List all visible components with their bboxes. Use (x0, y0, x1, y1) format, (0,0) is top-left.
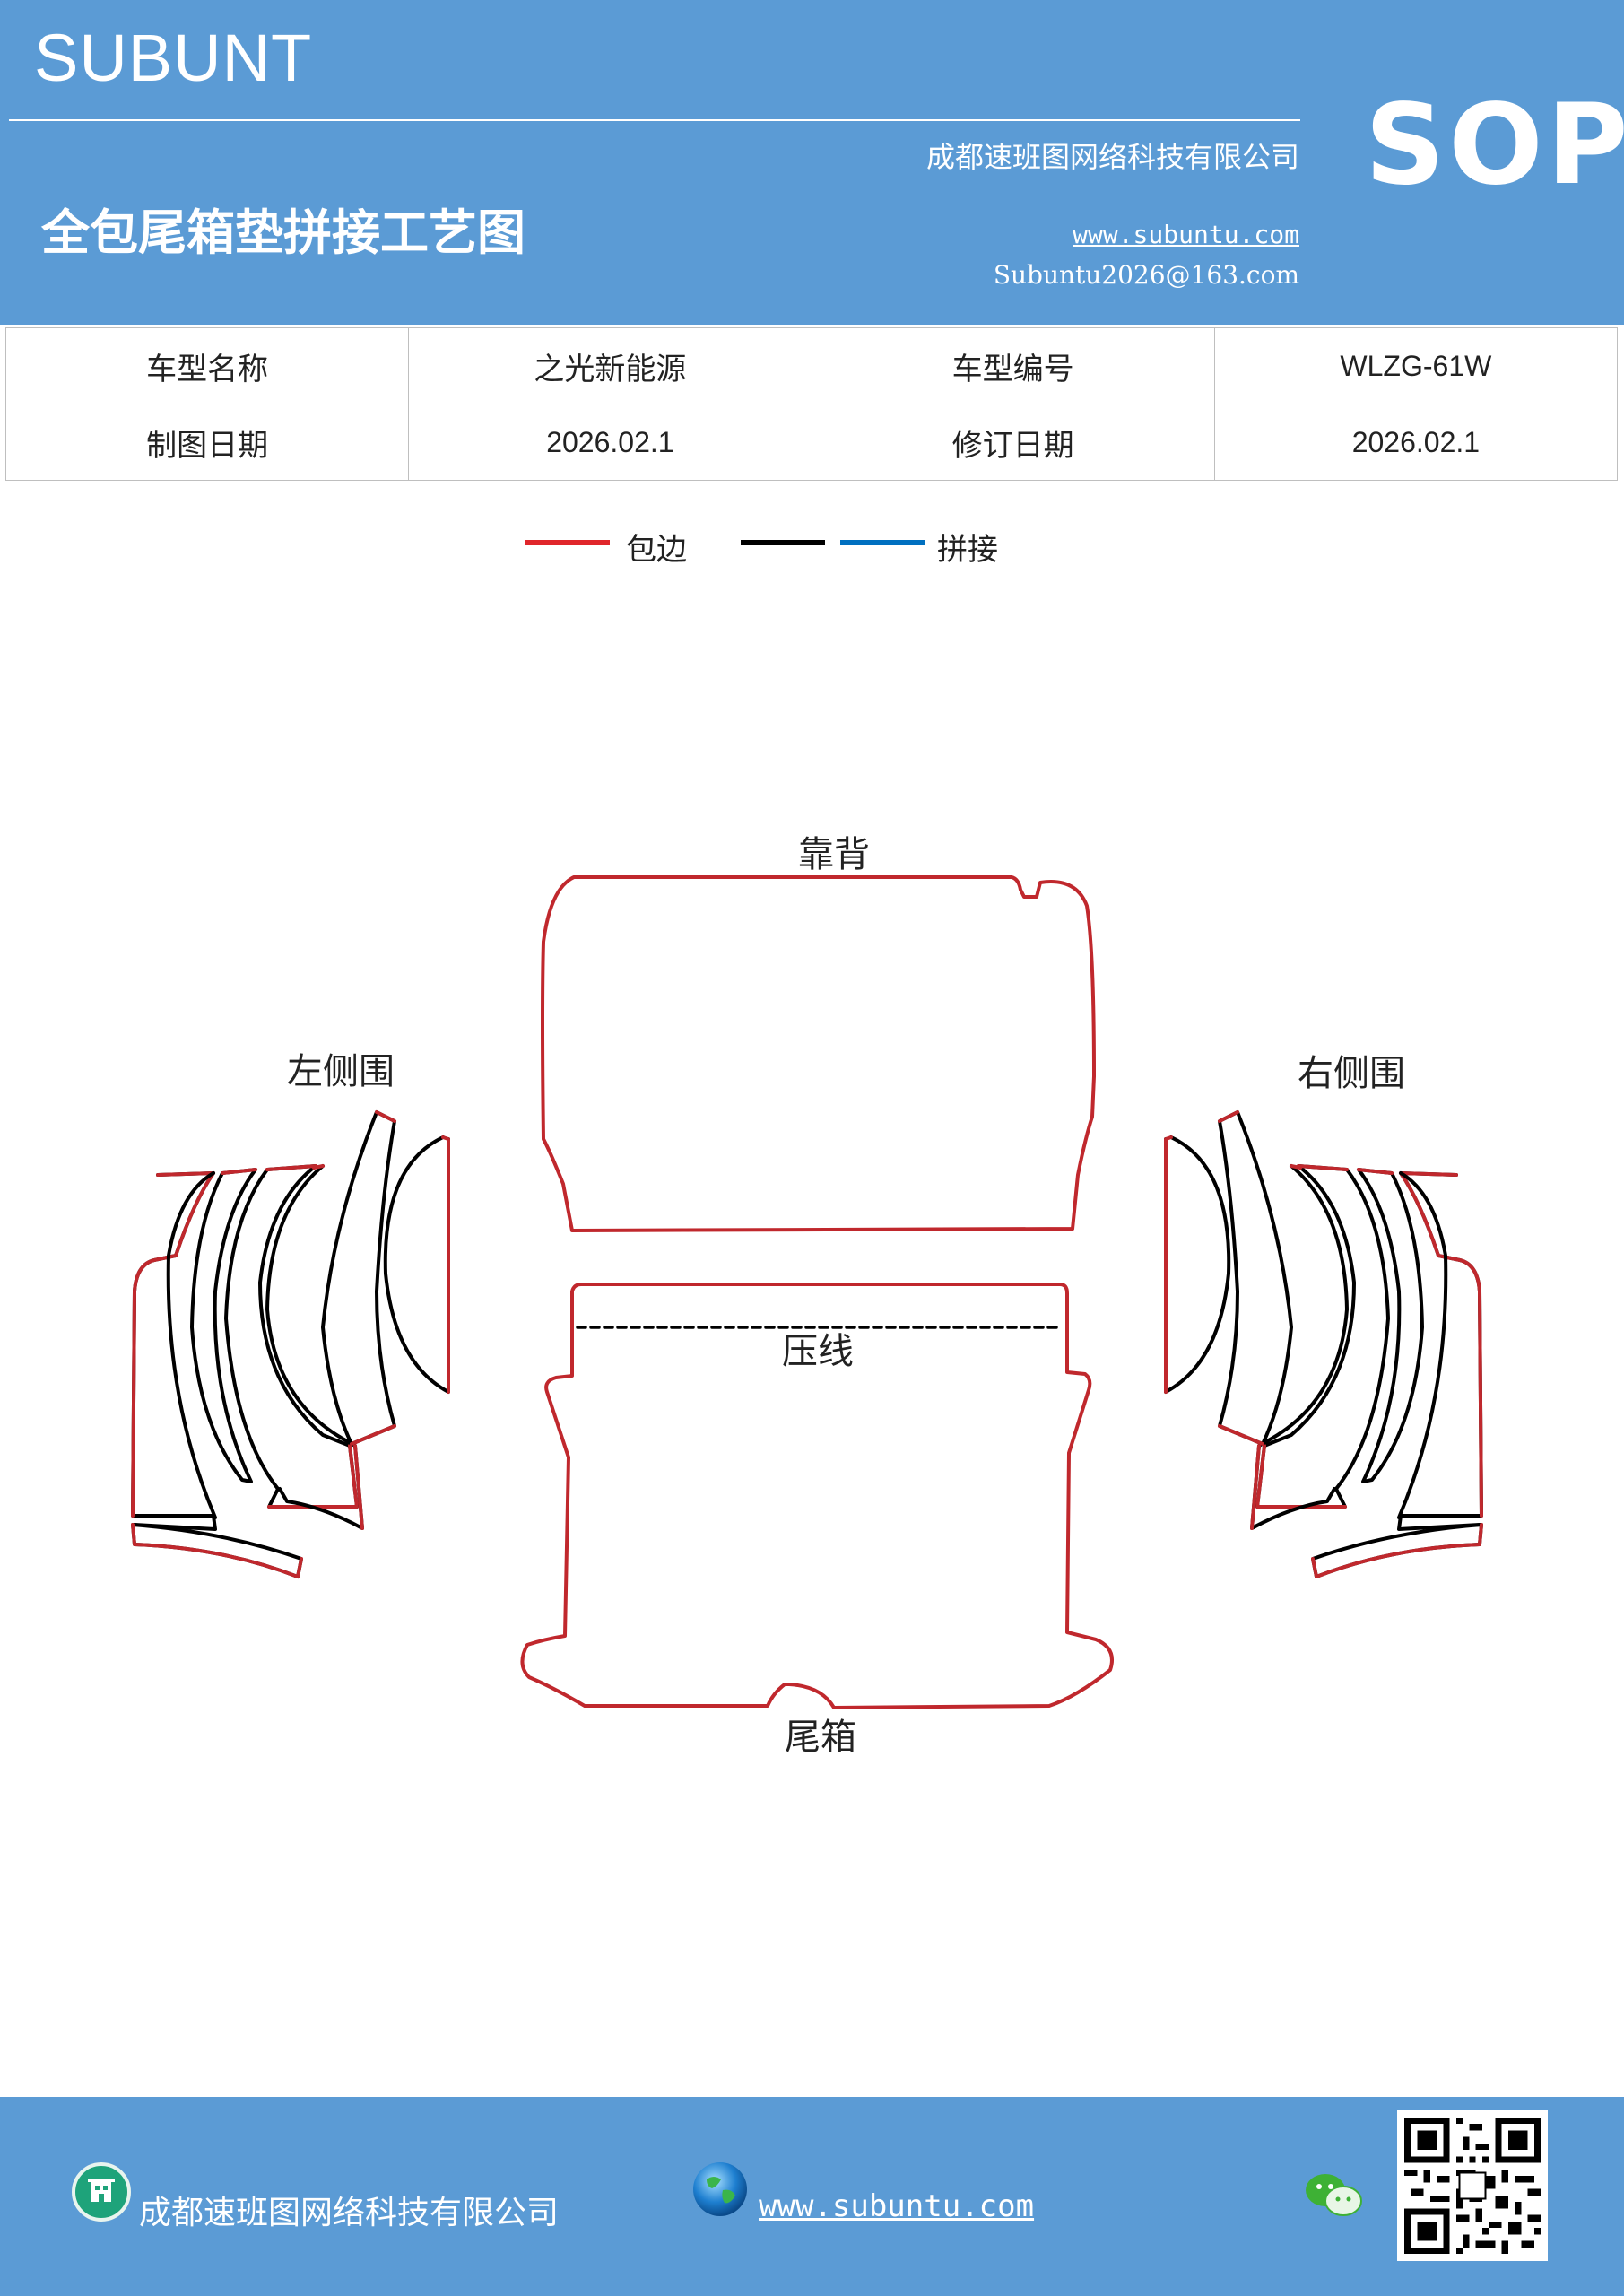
draw-date-value: 2026.02.1 (408, 404, 812, 481)
globe-icon (690, 2160, 750, 2219)
vehicle-info-table: 车型名称 之光新能源 车型编号 WLZG-61W 制图日期 2026.02.1 … (4, 327, 1619, 481)
legend-seam-label: 拼接 (937, 532, 998, 568)
footer-banner: 成都速班图网络科技有限公司 www.subuntu.com (0, 2097, 1624, 2296)
revise-date-value: 2026.02.1 (1213, 404, 1619, 481)
footer-company: 成都速班图网络科技有限公司 (139, 2195, 560, 2231)
legend-black-swatch (741, 540, 825, 545)
right-side-label: 右侧围 (1298, 1053, 1405, 1094)
table-row: 制图日期 2026.02.1 修订日期 2026.02.1 (4, 404, 1619, 481)
right-side-group (1164, 1110, 1483, 1578)
right-side-piece (1255, 1164, 1390, 1509)
legend-seam-swatch (840, 540, 925, 545)
right-side-piece (1218, 1110, 1293, 1446)
header-email: Subuntu2026@163.com (993, 260, 1299, 290)
left-side-piece (224, 1164, 359, 1509)
backrest-label: 靠背 (798, 834, 870, 875)
backrest-panel (541, 875, 1096, 1232)
legend-edge-swatch (525, 540, 610, 545)
legend-edge-label: 包边 (626, 532, 687, 568)
press-line-label: 压线 (782, 1331, 854, 1372)
trunk-floor-panel (520, 1283, 1114, 1709)
sop-badge: SOP (1365, 81, 1624, 210)
header-website-link[interactable]: www.subuntu.com (1073, 220, 1299, 249)
building-icon (72, 2162, 131, 2222)
model-code-value: WLZG-61W (1213, 327, 1619, 404)
model-code-label: 车型编号 (811, 327, 1215, 404)
qr-code[interactable] (1397, 2110, 1548, 2261)
right-side-piece (1250, 1164, 1349, 1530)
brand-logo-text: SUBUNT (34, 21, 313, 95)
left-side-label: 左侧围 (287, 1051, 395, 1092)
left-side-piece (265, 1164, 364, 1530)
header-divider (9, 119, 1300, 121)
model-name-value: 之光新能源 (408, 327, 812, 404)
header-company: 成都速班图网络科技有限公司 (925, 140, 1299, 174)
right-side-piece (1164, 1135, 1231, 1394)
left-side-piece (383, 1135, 450, 1394)
left-side-piece (190, 1168, 257, 1483)
footer-website-link[interactable]: www.subuntu.com (759, 2188, 1035, 2224)
document-title: 全包尾箱垫拼接工艺图 (41, 204, 525, 261)
model-name-label: 车型名称 (4, 327, 410, 404)
trunk-mat-diagram: 靠背 左侧围 右侧围 压线 尾箱 (131, 834, 1483, 1758)
trunk-label: 尾箱 (785, 1717, 856, 1758)
header-banner: SUBUNT 全包尾箱垫拼接工艺图 成都速班图网络科技有限公司 www.subu… (0, 0, 1624, 325)
legend: 包边 拼接 (0, 525, 1624, 570)
wechat-icon (1302, 2169, 1365, 2222)
left-side-piece (321, 1110, 396, 1446)
draw-date-label: 制图日期 (4, 404, 410, 481)
revise-date-label: 修订日期 (811, 404, 1215, 481)
left-side-group (131, 1110, 450, 1578)
right-side-piece (1357, 1168, 1424, 1483)
table-row: 车型名称 之光新能源 车型编号 WLZG-61W (4, 327, 1619, 404)
